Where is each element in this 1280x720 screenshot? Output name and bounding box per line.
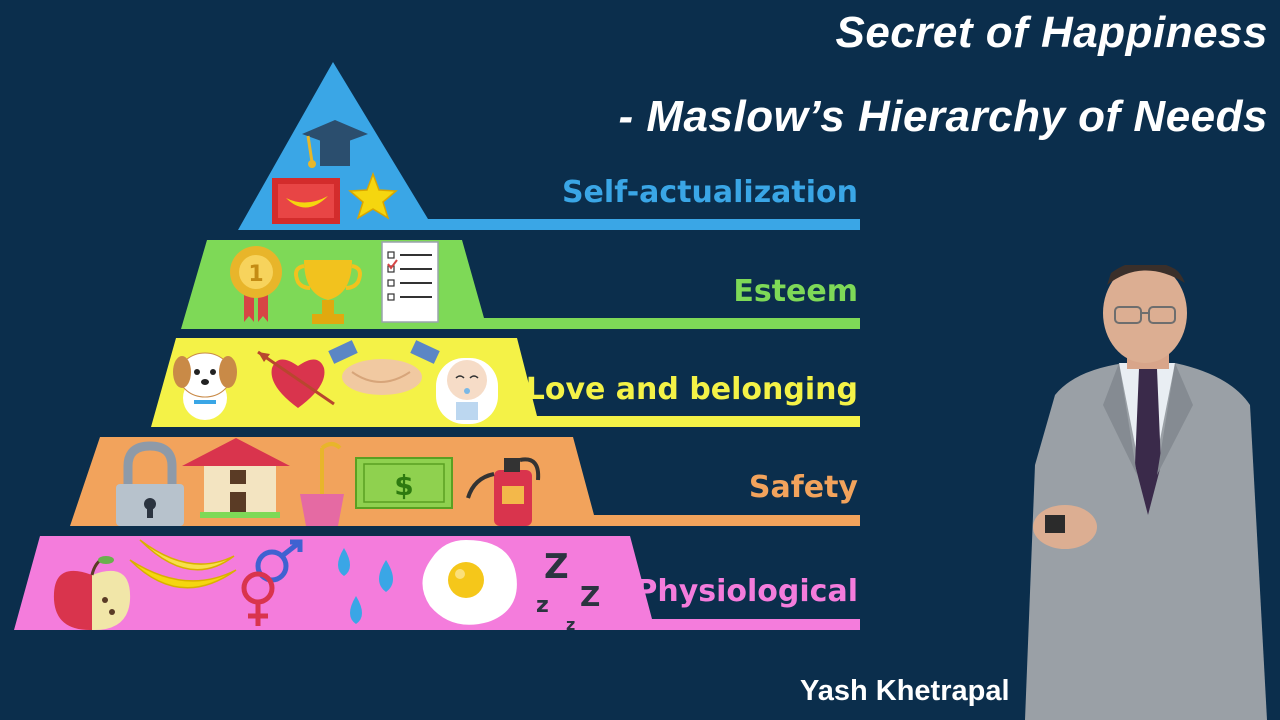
level-love-belonging: Love and belonging [151, 338, 860, 427]
presenter-photo [1025, 265, 1267, 720]
title-line-1: Secret of Happiness [835, 8, 1268, 57]
umbrella-icon [300, 442, 344, 526]
svg-text:$: $ [394, 469, 413, 502]
banana-painting-icon [272, 178, 340, 224]
fried-egg-icon [422, 540, 517, 625]
banana-icon [129, 539, 237, 589]
fire-extinguisher-icon [466, 457, 541, 526]
padlock-icon [116, 441, 184, 526]
title-line-2: - Maslow’s Hierarchy of Needs [618, 92, 1268, 141]
apple-icon [53, 556, 131, 630]
level-label-physiological: Physiological [635, 574, 858, 609]
water-drops-icon [338, 548, 393, 624]
maslow-pyramid: Self-actualization 1 [14, 62, 860, 634]
presenter-name: Yash Khetrapal [800, 675, 1010, 707]
level-label-safety: Safety [749, 470, 859, 505]
level-esteem: 1 Esteem [181, 240, 860, 329]
svg-text:z: z [536, 593, 549, 618]
svg-text:1: 1 [248, 262, 263, 287]
sleep-zzz-icon: Z Z z z [536, 547, 600, 634]
level-label-love-belonging: Love and belonging [526, 372, 858, 407]
svg-text:z: z [566, 615, 575, 634]
medal-icon: 1 [230, 246, 282, 322]
house-icon [182, 438, 290, 518]
gender-symbol-icon [241, 539, 303, 626]
level-physiological: Z Z z z Physiological [14, 536, 860, 634]
handshake-icon [328, 340, 440, 395]
puppy-icon [173, 352, 237, 420]
level-self-actualization: Self-actualization [238, 62, 860, 230]
graduation-cap-icon [302, 120, 368, 168]
money-icon: $ [355, 457, 453, 509]
level-safety: $ Safety [70, 437, 860, 526]
baby-icon [436, 358, 498, 424]
level-label-self-actualization: Self-actualization [562, 175, 858, 210]
level-label-esteem: Esteem [733, 274, 858, 309]
svg-text:Z: Z [580, 580, 600, 613]
svg-text:Z: Z [544, 547, 569, 587]
heart-arrow-icon [257, 350, 335, 408]
trophy-icon [294, 260, 362, 324]
checklist-icon [381, 241, 439, 323]
star-icon [348, 171, 398, 220]
